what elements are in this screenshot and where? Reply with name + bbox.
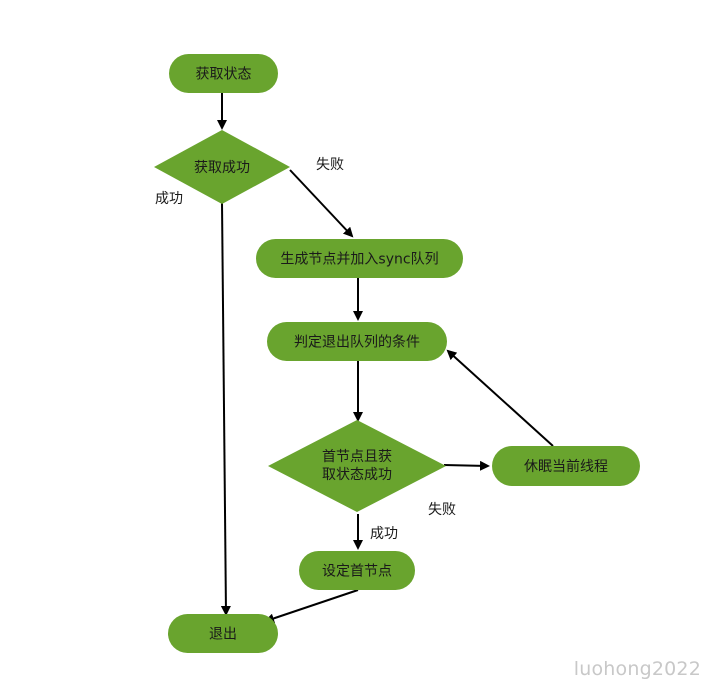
edge-sleep-to-condition — [446, 349, 554, 447]
node-create-node-label: 生成节点并加入sync队列 — [280, 252, 438, 268]
edge-label-head-success: 成功 — [370, 526, 398, 542]
node-sleep-thread — [492, 446, 640, 486]
edge-acquire-success-to-exit — [220, 202, 231, 616]
node-get-state — [169, 54, 278, 93]
edge-set-head-to-exit — [264, 589, 359, 624]
node-create-node — [256, 239, 463, 278]
node-head-and-acquire — [268, 420, 446, 512]
node-exit-condition — [267, 322, 447, 361]
watermark: luohong2022 — [573, 658, 701, 680]
node-exit-condition-label: 判定退出队列的条件 — [294, 334, 420, 351]
node-acquire-success-label: 获取成功 — [194, 160, 250, 176]
edge-acquire-fail-to-create-node — [289, 169, 354, 238]
node-head-and-acquire-label-line2: 取状态成功 — [322, 467, 392, 483]
node-head-and-acquire-label-line1: 首节点且获 — [322, 449, 392, 465]
node-set-head-label: 设定首节点 — [322, 564, 392, 580]
node-acquire-success — [154, 130, 290, 204]
edge-label-head-fail: 失败 — [428, 502, 456, 518]
node-get-state-label: 获取状态 — [196, 67, 252, 83]
edge-decision-fail-to-sleep — [443, 460, 490, 471]
edge-label-acquire-success: 成功 — [155, 191, 183, 207]
node-set-head — [299, 551, 415, 590]
node-exit-label: 退出 — [209, 627, 237, 643]
edge-label-acquire-fail: 失败 — [316, 157, 344, 173]
node-exit — [168, 614, 278, 653]
node-sleep-thread-label: 休眠当前线程 — [524, 458, 608, 475]
